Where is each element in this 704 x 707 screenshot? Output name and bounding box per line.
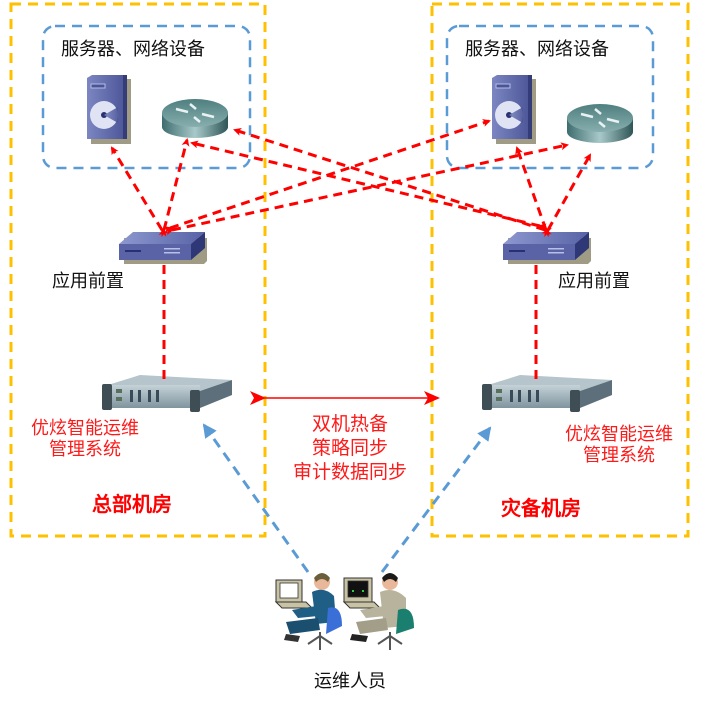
hq-system-label-line1: 优炫智能运维 [31,418,139,439]
sync-line-policy: 策略同步 [311,436,388,459]
hq-server-icon [87,75,131,144]
hq-device-group-label: 服务器、网络设备 [61,39,205,60]
sync-line-audit-data: 审计数据同步 [292,460,407,483]
hq-room-border [9,2,267,538]
hq-system-label-line2: 管理系统 [49,438,121,460]
link-operator-dr [380,426,492,573]
operators-label: 运维人员 [314,671,386,692]
dr-server-icon [492,75,536,144]
hq-system-label: 优炫智能运维 管理系统 [18,418,152,460]
dr-system-label: 优炫智能运维 管理系统 [552,424,686,466]
dr-system-label-line1: 优炫智能运维 [565,424,673,445]
dr-management-appliance-icon [482,375,612,412]
link-dr-front-dr-router [541,153,592,238]
link-operator-hq [202,423,310,573]
dr-front-label: 应用前置 [558,271,630,292]
link-hq-front-hq-router [158,138,190,237]
link-hq-front-hq-server [110,146,169,238]
dr-room-title: 灾备机房 [501,496,581,520]
dr-system-label-line2: 管理系统 [583,444,655,466]
dr-room-border [430,2,690,538]
link-dr-front-dr-server [515,146,552,237]
sync-description: 双机热备 策略同步 审计数据同步 [270,413,430,484]
link-dr-front-hq-router-b [190,140,547,232]
operators-icon [274,573,414,650]
link-dr-front-hq-router-a [233,128,552,236]
hq-front-device-icon [119,232,207,264]
dr-device-group-label: 服务器、网络设备 [465,39,609,60]
dr-router-icon [567,104,633,143]
hq-room-title: 总部机房 [92,492,172,516]
hq-management-appliance-icon [102,375,232,412]
sync-line-hot-standby: 双机热备 [311,413,388,435]
dr-front-device-icon [503,232,591,264]
hq-front-label: 应用前置 [52,271,124,292]
hq-router-icon [162,99,228,138]
